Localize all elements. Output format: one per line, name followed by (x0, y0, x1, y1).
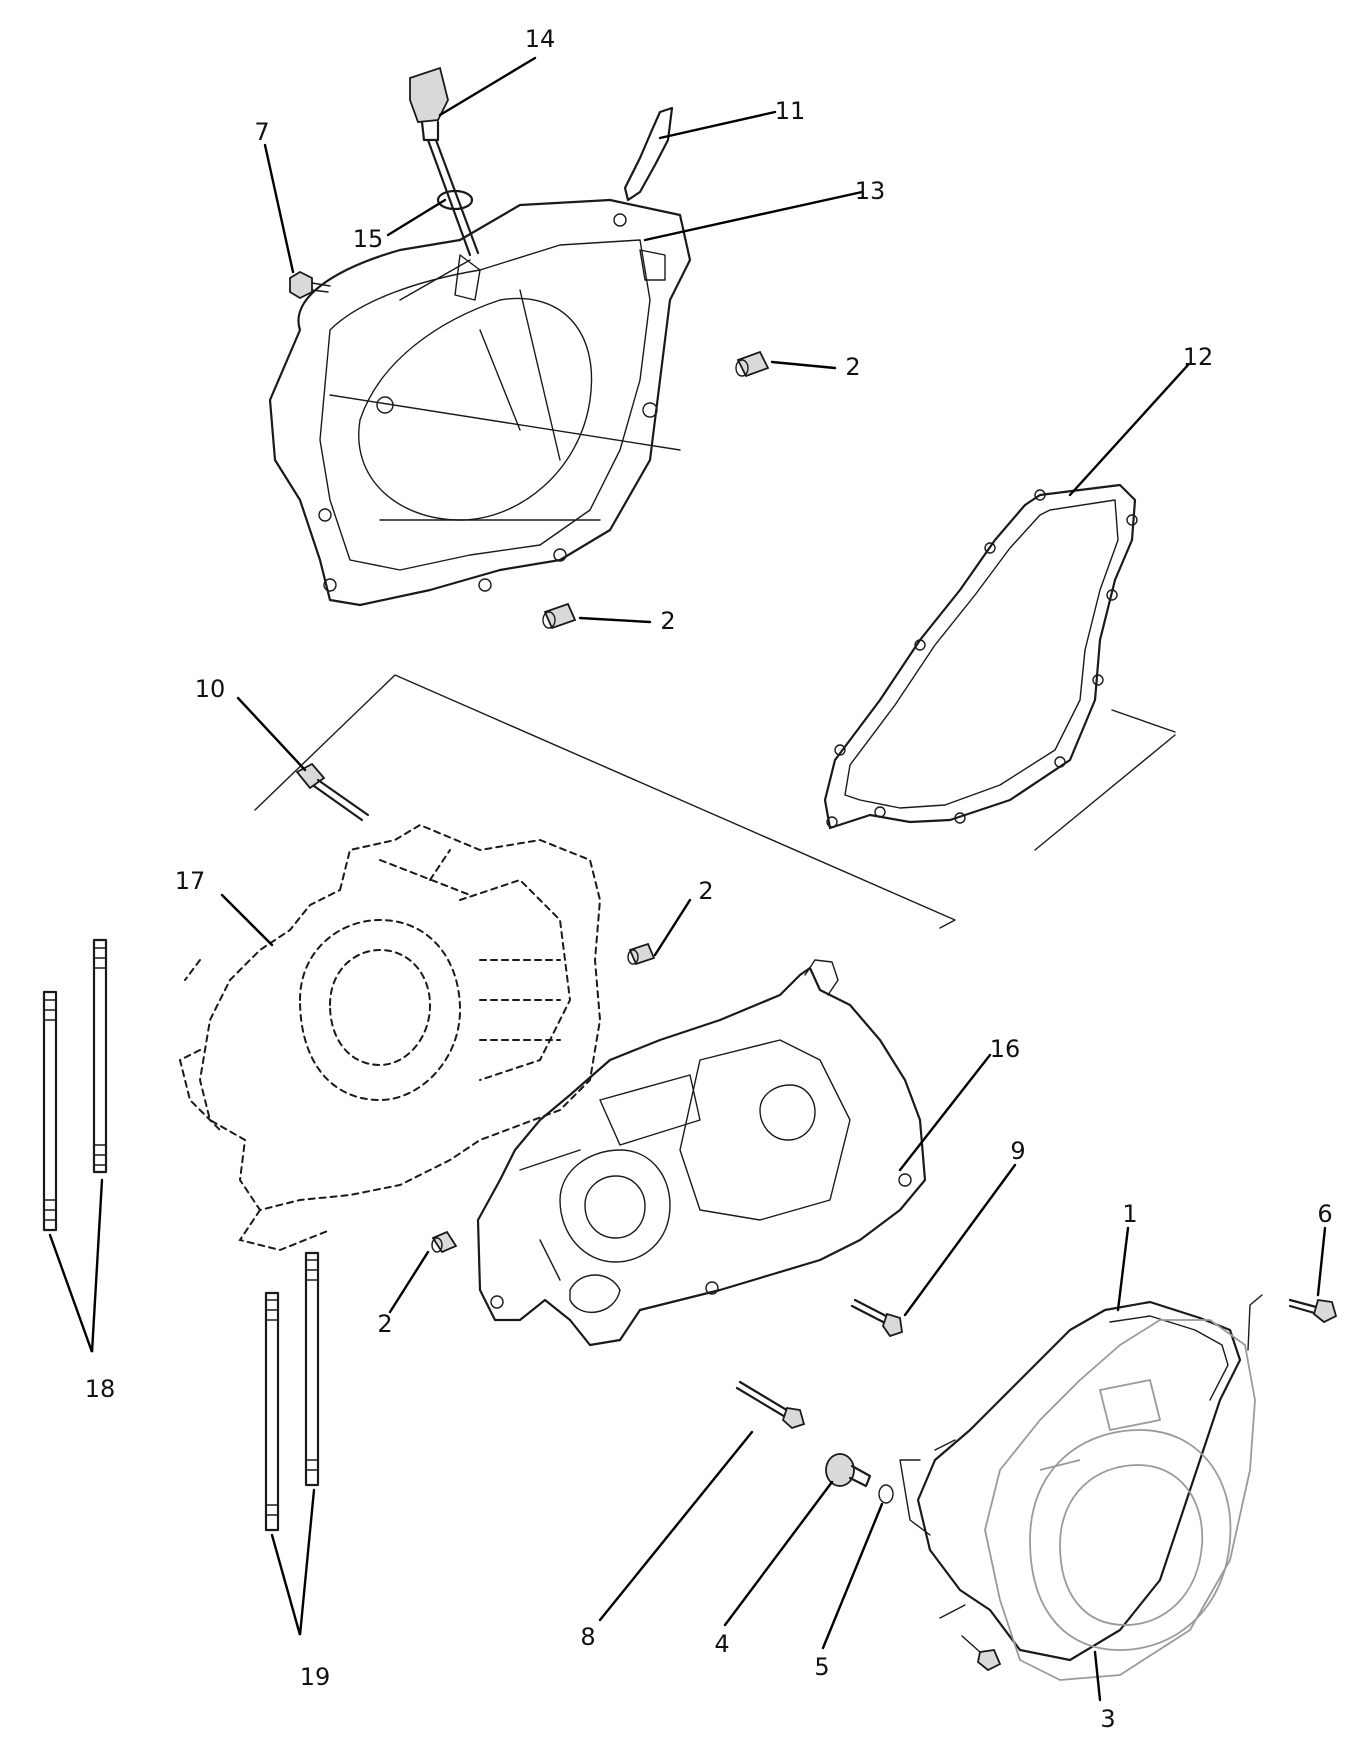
callout-8: 8 (580, 1623, 595, 1651)
callout-6: 6 (1317, 1200, 1332, 1228)
callout-16: 16 (990, 1035, 1021, 1063)
crankcase-half-right (476, 959, 927, 1347)
clutch-cover-gasket (916, 1300, 1242, 1662)
studs-long-pair (264, 1251, 320, 1532)
callout-numbers: 14 11 13 7 15 2 12 2 10 17 2 16 9 1 6 2 … (85, 25, 1333, 1733)
small-bolt (289, 270, 331, 300)
callout-10: 10 (195, 675, 226, 703)
crankcase-plug-bolt (295, 762, 370, 822)
dowel-pin-top-right (735, 350, 770, 378)
callout-14: 14 (525, 25, 556, 53)
callout-2-mid: 2 (698, 877, 713, 905)
callout-15: 15 (353, 225, 384, 253)
callout-9: 9 (1010, 1137, 1025, 1165)
cover-bolt-upper (1247, 1294, 1338, 1351)
dowel-pin-mid (627, 942, 656, 966)
dowel-pin-top-lower (542, 602, 577, 630)
cover-bracket (623, 106, 674, 202)
alignment-guide-line (254, 674, 956, 929)
callout-2-top-lower: 2 (660, 607, 675, 635)
callout-18: 18 (85, 1375, 116, 1403)
callout-2-lower: 2 (377, 1310, 392, 1338)
gasket-holes (826, 489, 1138, 828)
callout-3: 3 (1100, 1705, 1115, 1733)
case-bolt-lower (735, 1380, 806, 1430)
case-bolt-upper (850, 1298, 903, 1338)
callout-1: 1 (1122, 1200, 1137, 1228)
crankcase-gasket (823, 483, 1137, 830)
callout-12: 12 (1183, 343, 1214, 371)
cover-bolt-lower (939, 1604, 1002, 1672)
callout-2-top-right: 2 (845, 353, 860, 381)
drain-plug (825, 1453, 872, 1488)
drain-washer (878, 1484, 894, 1504)
callout-17: 17 (175, 867, 206, 895)
callout-19: 19 (300, 1663, 331, 1691)
callout-11: 11 (775, 97, 806, 125)
oil-dipstick (409, 66, 480, 257)
callout-5: 5 (814, 1653, 829, 1681)
callout-4: 4 (714, 1630, 729, 1658)
crankcase-cover-left (268, 198, 692, 607)
o-ring (436, 189, 474, 211)
crankcase-half-left (178, 823, 602, 1252)
callout-7: 7 (254, 118, 269, 146)
leader-lines (48, 56, 1327, 1702)
studs-short-pair (42, 938, 108, 1232)
clutch-cover (899, 1319, 1256, 1681)
dowel-pin-lower (431, 1230, 458, 1254)
callout-13: 13 (855, 177, 886, 205)
